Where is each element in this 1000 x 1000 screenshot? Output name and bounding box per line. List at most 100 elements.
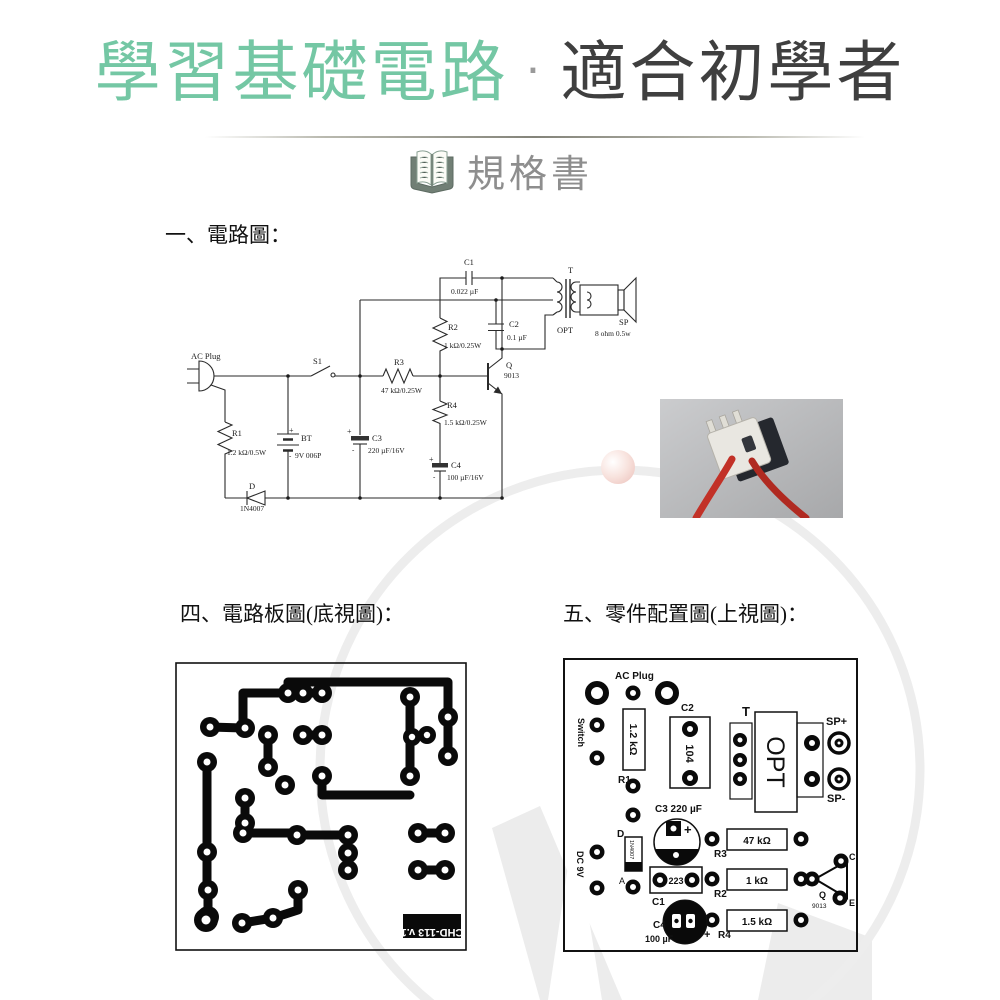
pcb-bottom-view: CHD-113 v.1 [175, 662, 467, 951]
layout-q-c: C [849, 852, 856, 862]
layout-label-q: Q [819, 890, 826, 900]
label-ac-plug: AC Plug [191, 351, 221, 361]
layout-label-sp-plus: SP+ [826, 716, 847, 728]
layout-r1-value: 1.2 kΩ [627, 724, 639, 756]
layout-label-c4: C4 [653, 920, 666, 931]
layout-label-switch: Switch [576, 718, 586, 747]
label-r1: R1 [232, 428, 242, 438]
layout-label-r4: R4 [718, 930, 731, 941]
label-c4-plus: + [429, 455, 434, 464]
label-r4-value: 1.5 kΩ/0.25W [444, 418, 488, 427]
divider-line [205, 136, 865, 138]
layout-label-a: A [619, 876, 625, 886]
label-c4: C4 [451, 460, 462, 470]
layout-sec-pads-box [796, 722, 824, 798]
section-1-label: 一、電路圖： [165, 223, 291, 247]
layout-label-r2: R2 [714, 889, 727, 900]
spec-heading: 規格書 [0, 143, 1000, 198]
layout-r3: 47 kΩ [704, 828, 809, 851]
layout-c1-value: 223 [668, 876, 683, 886]
layout-c4-value: 100 µF [645, 934, 674, 944]
layout-q-value: 9013 [812, 903, 827, 910]
label-c1-value: 0.022 µF [451, 287, 478, 296]
component-layout-view: AC Plug Switch DC 9V 1.2 kΩ R1 C2 [563, 658, 858, 952]
title-dark: 適合初學者 [560, 35, 906, 109]
layout-label-sp-minus: SP- [827, 793, 846, 805]
layout-r2-value: 1 kΩ [746, 876, 768, 887]
layout-label-c3: C3 220 µF [655, 804, 702, 815]
layout-pad-group-left [589, 685, 641, 896]
layout-c4-cap [662, 899, 708, 945]
layout-r3-value: 47 kΩ [743, 836, 770, 847]
watermark-pearl [601, 450, 635, 484]
layout-q-e: E [849, 898, 855, 908]
label-c3-plus: + [347, 427, 352, 436]
label-t: T [568, 265, 574, 275]
layout-border [563, 658, 858, 952]
label-sp: SP [619, 317, 629, 327]
label-d: D [249, 481, 255, 491]
label-sp-value: 8 ohm 0.5w [595, 329, 631, 338]
photo-switch-body [705, 409, 789, 482]
layout-ac-plug-pads [585, 681, 679, 705]
label-r1-value: 1.2 kΩ/0.5W [227, 448, 267, 457]
pcb-version-box: CHD-113 v.1 [401, 914, 464, 938]
label-bt-value: 9V 006P [295, 451, 321, 460]
label-bt-minus: - [289, 452, 292, 460]
label-c3: C3 [372, 433, 382, 443]
layout-q-transistor: C E Q 9013 [804, 852, 856, 910]
layout-opt-label: OPT [761, 736, 789, 787]
layout-label-r1: R1 [618, 775, 631, 786]
label-c2-value: 0.1 µF [507, 333, 527, 342]
schematic-junctions [286, 276, 504, 500]
layout-label-c2: C2 [681, 703, 694, 714]
layout-label-t: T [742, 704, 750, 719]
pcb-border [175, 662, 467, 951]
label-r2-value: 1 kΩ/0.25W [444, 341, 482, 350]
page-title: 學習基礎電路 · 適合初學者 [0, 30, 1000, 109]
circuit-schematic: AC Plug S1 R3 47 kΩ/0.25W R2 1 kΩ/0.25W … [187, 257, 637, 513]
layout-r1-body [622, 708, 646, 771]
label-opt: OPT [557, 325, 574, 335]
label-r3-value: 47 kΩ/0.25W [381, 386, 423, 395]
label-d-value: 1N4007 [240, 504, 264, 513]
schematic-wires [187, 271, 637, 506]
label-c4-value: 100 µF/16V [447, 473, 484, 482]
label-r3: R3 [394, 357, 404, 367]
pcb-pads [194, 683, 458, 933]
layout-label-r3: R3 [714, 849, 727, 860]
layout-c3-plus: + [684, 822, 692, 837]
label-c3-value: 220 µF/16V [368, 446, 405, 455]
label-s1: S1 [313, 356, 322, 366]
label-r4: R4 [447, 400, 458, 410]
layout-label-dc9v: DC 9V [575, 851, 585, 878]
label-q: Q [506, 360, 512, 370]
book-icon [410, 150, 454, 194]
title-separator-dot: · [524, 39, 545, 95]
pcb-version-label: CHD-113 v.1 [401, 926, 464, 938]
layout-c3-cap: + [653, 818, 701, 866]
title-green: 學習基礎電路 [94, 35, 509, 109]
label-c2: C2 [509, 319, 519, 329]
layout-label-d: D [617, 829, 624, 840]
layout-r4-value: 1.5 kΩ [742, 917, 772, 928]
layout-label-c1: C1 [652, 897, 665, 908]
label-c3-minus: - [352, 446, 355, 454]
layout-c2-value: 104 [683, 744, 695, 763]
section-5-label: 五、零件配置圖(上視圖)： [563, 602, 808, 626]
label-c4-minus: - [433, 473, 436, 481]
layout-r4-plus: + [704, 929, 710, 941]
schematic-labels: AC Plug S1 R3 47 kΩ/0.25W R2 1 kΩ/0.25W … [191, 257, 631, 513]
label-bt-plus: + [289, 426, 294, 435]
layout-c1: 223 [649, 866, 703, 894]
layout-t-pads [733, 733, 747, 786]
layout-opt-body [754, 711, 798, 813]
layout-diode: 1N4007 [624, 836, 643, 872]
layout-sp-minus-pad [827, 767, 851, 791]
layout-c2-pads [682, 721, 698, 786]
photo-red-wires [692, 455, 810, 518]
component-photo [660, 399, 843, 518]
label-bt: BT [301, 433, 313, 443]
label-c1: C1 [464, 257, 474, 267]
